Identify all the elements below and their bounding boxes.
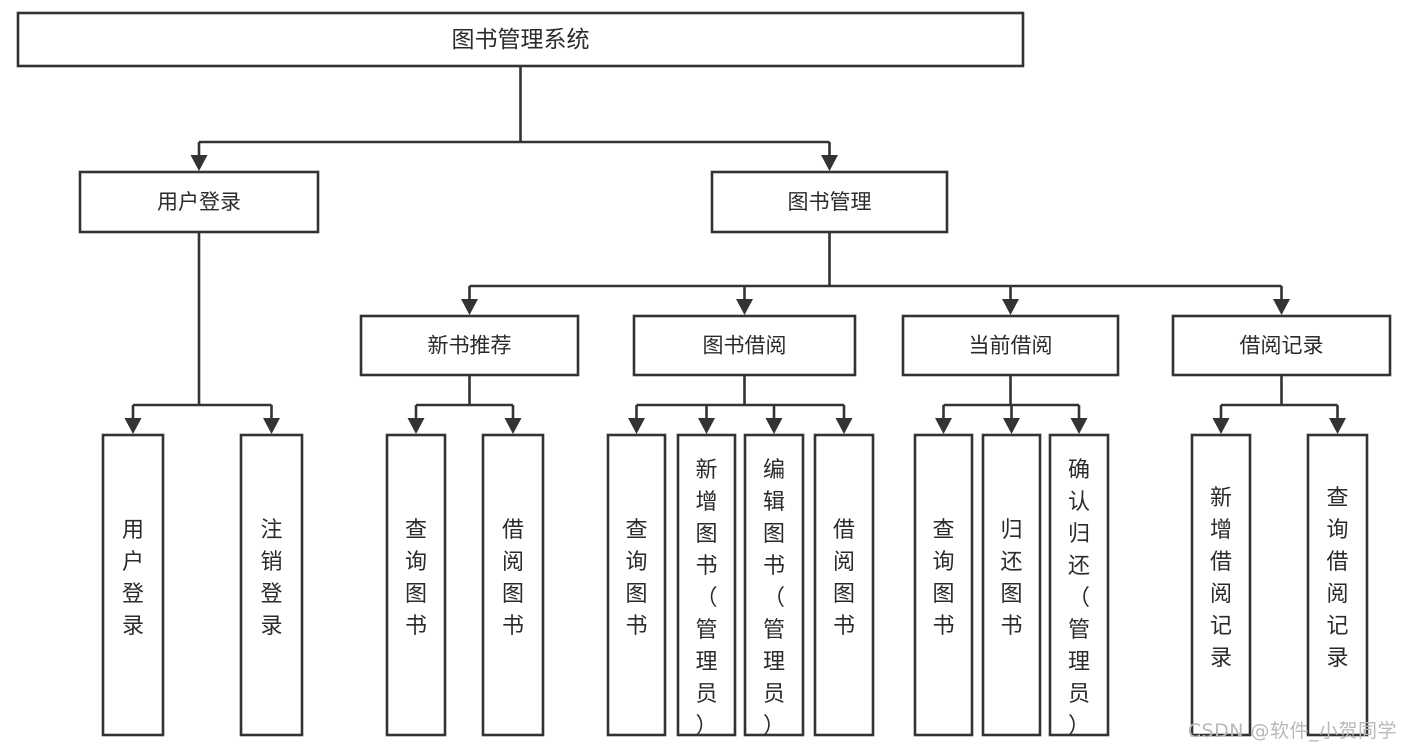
node-label: 确认归还（管理员） (1068, 458, 1090, 739)
node-label: 查询借阅记录 (1326, 486, 1348, 671)
node-label: 图书管理系统 (452, 27, 590, 53)
node-box (676, 433, 737, 737)
arrow-head-icon (461, 299, 478, 315)
arrow-head-icon (935, 418, 952, 434)
edge-group-new_book_rec (407, 375, 522, 434)
node-box (913, 433, 974, 737)
node-label: 新增图书（管理员） (695, 458, 717, 739)
arrow-head-icon (1003, 418, 1020, 434)
arrow-head-icon (1070, 418, 1088, 434)
node-label: 借阅记录 (1240, 334, 1324, 358)
edge-group-user_login (124, 232, 280, 434)
node-leaf-borrow-book-1[interactable]: 借阅图书 (481, 433, 545, 737)
node-box (710, 170, 949, 234)
node-leaf-query-book-2[interactable]: 查询图书 (606, 433, 667, 737)
node-box (813, 433, 875, 737)
node-book-borrow[interactable]: 图书借阅 (632, 314, 857, 377)
node-label: 图书管理 (788, 190, 872, 214)
node-box (901, 314, 1120, 377)
node-leaf-add-record[interactable]: 新增借阅记录 (1190, 433, 1252, 737)
node-box (1190, 433, 1252, 737)
node-box (385, 433, 447, 737)
node-box (481, 433, 545, 737)
node-label: 借阅图书 (833, 518, 855, 639)
node-label: 注销登录 (260, 518, 282, 639)
node-box (101, 433, 165, 737)
edges-layer (124, 66, 1346, 434)
arrow-head-icon (1002, 299, 1019, 315)
node-leaf-query-book-3[interactable]: 查询图书 (913, 433, 974, 737)
arrow-head-icon (504, 418, 522, 434)
node-leaf-query-record[interactable]: 查询借阅记录 (1306, 433, 1369, 737)
arrow-head-icon (1329, 418, 1346, 434)
edge-group-book_borrow (628, 375, 853, 434)
node-label: 编辑图书（管理员） (763, 458, 785, 739)
node-label: 借阅图书 (502, 518, 524, 639)
node-box (606, 433, 667, 737)
node-box (16, 11, 1025, 68)
node-label: 查询图书 (625, 518, 647, 639)
node-label: 当前借阅 (969, 334, 1053, 358)
node-label: 查询图书 (405, 518, 427, 639)
node-book-manage[interactable]: 图书管理 (710, 170, 949, 234)
node-leaf-confirm-return[interactable]: 确认归还（管理员） (1048, 433, 1110, 739)
arrow-head-icon (835, 418, 853, 434)
arrow-head-icon (1212, 418, 1230, 434)
arrow-head-icon (190, 155, 208, 171)
arrow-head-icon (628, 418, 645, 434)
node-box (359, 314, 580, 377)
node-label: 新书推荐 (428, 334, 512, 358)
node-leaf-logout[interactable]: 注销登录 (239, 433, 304, 737)
node-leaf-query-book-1[interactable]: 查询图书 (385, 433, 447, 737)
node-label: 用户登录 (157, 190, 241, 214)
arrow-head-icon (821, 155, 838, 171)
node-label: 新增借阅记录 (1210, 486, 1232, 671)
node-borrow-record[interactable]: 借阅记录 (1171, 314, 1392, 377)
node-user-login[interactable]: 用户登录 (78, 170, 320, 234)
arrow-head-icon (765, 418, 783, 434)
node-box (743, 433, 805, 737)
node-label: 查询图书 (932, 518, 954, 639)
edge-group-current_borrow (935, 375, 1088, 434)
node-leaf-add-book[interactable]: 新增图书（管理员） (676, 433, 737, 739)
node-leaf-borrow-book-2[interactable]: 借阅图书 (813, 433, 875, 737)
node-label: 归还图书 (1000, 518, 1022, 639)
edge-group-borrow_record (1212, 375, 1346, 434)
arrow-head-icon (736, 299, 753, 315)
node-label: 图书借阅 (703, 334, 787, 358)
node-leaf-return-book[interactable]: 归还图书 (981, 433, 1042, 737)
node-box (78, 170, 320, 234)
node-box (239, 433, 304, 737)
edge-group-root (190, 66, 838, 171)
arrow-head-icon (263, 418, 280, 434)
watermark-text: CSDN @软件_小贺同学 (1187, 720, 1397, 742)
node-leaf-user-login[interactable]: 用户登录 (101, 433, 165, 737)
node-box (632, 314, 857, 377)
arrow-head-icon (407, 418, 425, 434)
node-box (1048, 433, 1110, 737)
node-box (1171, 314, 1392, 377)
node-box (981, 433, 1042, 737)
node-box (1306, 433, 1369, 737)
edge-group-book_manage (461, 232, 1290, 315)
arrow-head-icon (124, 418, 142, 434)
node-new-book-rec[interactable]: 新书推荐 (359, 314, 580, 377)
node-label: 用户登录 (122, 518, 144, 639)
node-current-borrow[interactable]: 当前借阅 (901, 314, 1120, 377)
node-root[interactable]: 图书管理系统 (16, 11, 1025, 68)
node-leaf-edit-book[interactable]: 编辑图书（管理员） (743, 433, 805, 739)
arrow-head-icon (698, 418, 715, 434)
nodes-layer: 图书管理系统用户登录图书管理新书推荐图书借阅当前借阅借阅记录用户登录注销登录查询… (16, 11, 1392, 739)
arrow-head-icon (1273, 299, 1290, 315)
